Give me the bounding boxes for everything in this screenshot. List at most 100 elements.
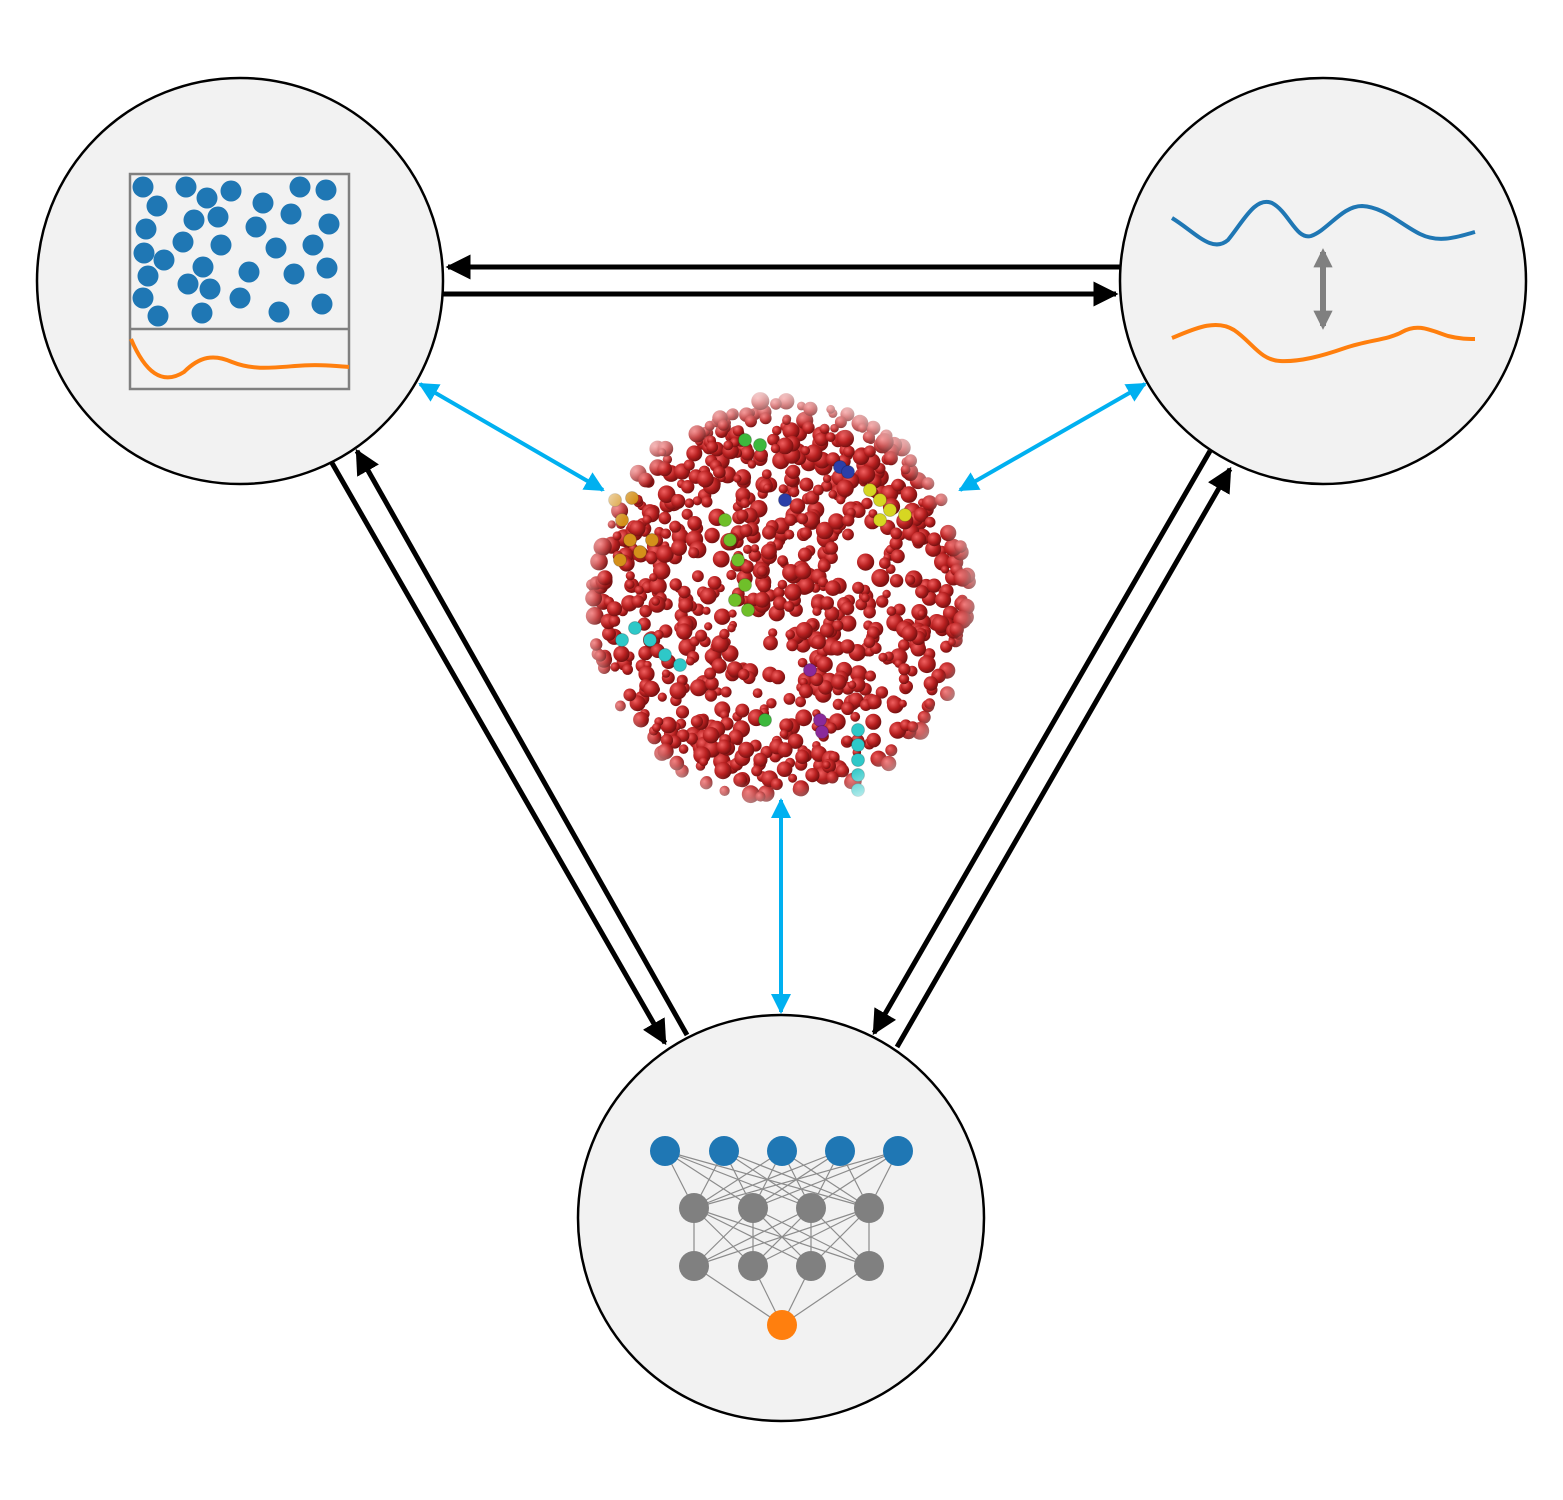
atom xyxy=(649,573,658,582)
atom xyxy=(822,760,831,770)
particle-dot xyxy=(199,278,221,300)
atom xyxy=(843,445,855,458)
atom xyxy=(763,635,778,651)
atom xyxy=(638,645,653,661)
atom xyxy=(713,466,726,479)
atom xyxy=(934,493,948,507)
atom xyxy=(612,531,622,541)
atom xyxy=(740,446,755,461)
atom xyxy=(629,520,646,537)
atom xyxy=(657,743,674,760)
atom xyxy=(714,608,731,625)
atom xyxy=(907,721,919,733)
atom xyxy=(718,513,732,527)
particle-box-icon xyxy=(128,172,351,391)
atom xyxy=(761,469,772,479)
atom xyxy=(812,606,822,617)
atom xyxy=(704,667,717,680)
atom xyxy=(701,496,713,508)
atom xyxy=(787,733,804,749)
atom xyxy=(889,536,903,550)
particle-dot xyxy=(315,179,337,201)
atom xyxy=(783,693,796,705)
atom xyxy=(795,622,813,639)
network-edge xyxy=(693,1150,783,1209)
atom xyxy=(643,680,660,698)
hidden-neuron xyxy=(738,1251,768,1281)
atom xyxy=(747,460,757,469)
network-edge xyxy=(693,1207,870,1267)
network-edge xyxy=(693,1265,783,1326)
atom xyxy=(675,705,690,719)
input-neuron xyxy=(883,1136,913,1166)
atom xyxy=(825,541,839,555)
atom xyxy=(654,629,664,640)
atom xyxy=(770,443,781,454)
atom xyxy=(625,491,639,505)
atom xyxy=(777,555,788,567)
cyan-arrow-cluster-simulation xyxy=(418,382,605,492)
atom xyxy=(688,547,700,559)
particle-dot xyxy=(311,293,333,315)
atom xyxy=(817,577,829,588)
atom xyxy=(873,513,887,527)
atom xyxy=(921,477,935,490)
particle-dot xyxy=(268,301,290,323)
atom xyxy=(826,404,836,414)
atom xyxy=(681,508,693,520)
atom xyxy=(741,785,760,804)
atom xyxy=(798,684,814,699)
arrow-simulation-to-network xyxy=(329,461,668,1046)
particle-dot xyxy=(175,176,197,198)
atom xyxy=(597,570,613,586)
atom xyxy=(658,511,672,525)
atom xyxy=(898,699,907,708)
atom xyxy=(692,496,702,506)
atom xyxy=(825,580,841,596)
atom xyxy=(615,513,629,527)
particle-dot xyxy=(177,273,199,295)
network-edge xyxy=(693,1207,812,1267)
atom xyxy=(913,507,929,523)
cyan-arrow-cluster-signal xyxy=(958,382,1147,492)
atom xyxy=(890,549,905,564)
particle-dot xyxy=(289,176,311,198)
atom xyxy=(738,741,755,759)
atom xyxy=(851,738,865,752)
atom xyxy=(887,696,904,714)
atom xyxy=(699,587,717,605)
atom xyxy=(678,585,691,599)
atom xyxy=(773,586,785,599)
atom xyxy=(723,440,734,451)
atom xyxy=(866,626,880,640)
atom xyxy=(815,725,829,739)
atom xyxy=(865,670,876,682)
atom xyxy=(748,549,762,562)
atom xyxy=(785,629,795,640)
atom xyxy=(660,734,674,747)
particle-dot xyxy=(280,203,302,225)
atom xyxy=(602,626,616,641)
particle-dot xyxy=(147,305,169,327)
atom xyxy=(835,764,850,778)
atom xyxy=(940,524,957,542)
atom xyxy=(750,544,760,553)
atom xyxy=(660,528,672,539)
atom xyxy=(891,478,905,492)
atom xyxy=(686,445,703,462)
atom xyxy=(723,533,737,547)
atom xyxy=(645,551,658,564)
atom xyxy=(770,669,786,685)
atom xyxy=(861,497,873,510)
atom xyxy=(857,423,868,433)
atom xyxy=(777,579,788,590)
atom xyxy=(719,628,730,640)
atom xyxy=(657,692,667,702)
particle-dot xyxy=(252,192,274,214)
atom xyxy=(783,601,795,612)
atom xyxy=(797,547,813,562)
atom xyxy=(720,686,732,698)
atom xyxy=(751,392,770,411)
atom xyxy=(879,557,891,569)
atom xyxy=(794,563,812,580)
